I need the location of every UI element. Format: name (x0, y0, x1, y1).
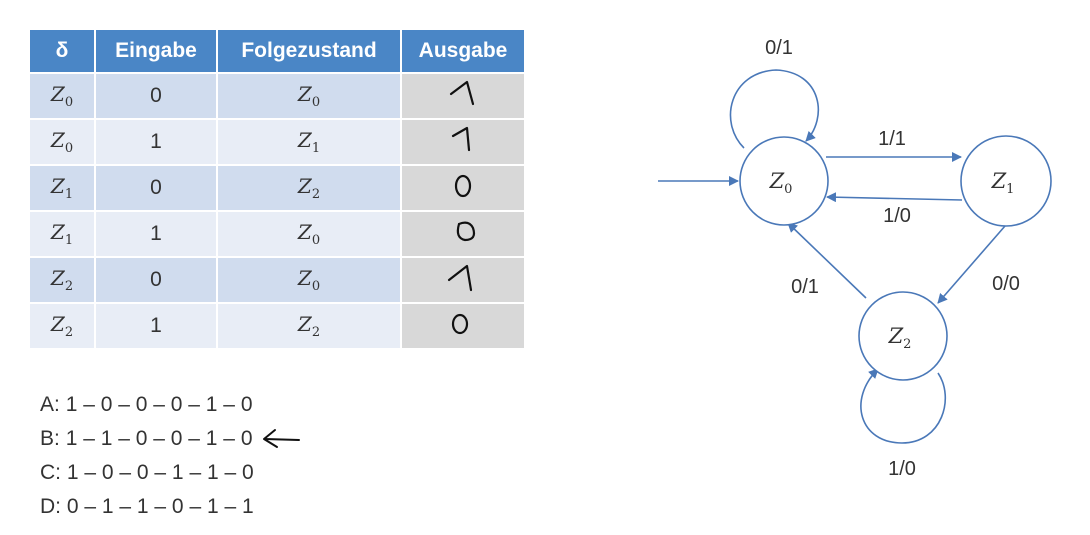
handwritten-output: 0 (454, 174, 472, 198)
answer-option-d[interactable]: D: 0 – 1 – 1 – 0 – 1 – 1 (40, 490, 303, 524)
next-state-cell: Z0 (217, 256, 402, 303)
handwritten-output: 1 (451, 126, 471, 152)
answer-option-c[interactable]: C: 1 – 0 – 0 – 1 – 1 – 0 (40, 456, 303, 490)
output-cell: 1 (401, 118, 524, 165)
answer-option-b[interactable]: B: 1 – 1 – 0 – 0 – 1 – 0 (40, 422, 303, 456)
input-cell: 1 (95, 210, 218, 257)
state-z1-label: Z1 (991, 169, 1015, 197)
edge-z1-z0 (826, 192, 963, 203)
label-z1-z0: 1/0 (883, 205, 911, 227)
answer-label: A: (40, 393, 60, 416)
answer-sequence: 1 – 0 – 0 – 0 – 1 – 0 (65, 393, 253, 416)
state-cell: Z2 (30, 256, 96, 303)
handwritten-output: 1 (449, 80, 475, 106)
next-state-cell: Z2 (217, 302, 402, 348)
next-state-cell: Z0 (217, 210, 402, 257)
header-delta: δ (30, 30, 96, 73)
answer-label: D: (40, 495, 61, 518)
table-row: Z0 1 Z1 1 (30, 118, 524, 165)
next-state-cell: Z0 (217, 72, 402, 119)
next-state-cell: Z2 (217, 164, 402, 211)
next-state-cell: Z1 (217, 118, 402, 165)
answer-label: C: (40, 461, 61, 484)
label-z2-z0: 0/1 (791, 276, 819, 298)
state-z1[interactable] (960, 135, 1052, 227)
state-z0-label: Z0 (769, 169, 793, 197)
input-cell: 1 (95, 118, 218, 165)
answer-sequence: 0 – 1 – 1 – 0 – 1 – 1 (66, 495, 254, 518)
z0-self-loop (729, 69, 820, 149)
output-cell: 1 (401, 72, 524, 119)
state-cell: Z0 (30, 118, 96, 165)
handwritten-arrow-icon (262, 429, 300, 449)
table-row: Z1 1 Z0 0 (30, 210, 524, 257)
table-row: Z2 0 Z0 1 (30, 256, 524, 303)
state-z2-label: Z2 (888, 324, 912, 352)
input-cell: 0 (95, 72, 218, 119)
transition-table: δ Eingabe Folgezustand Ausgabe Z0 0 Z0 1 (30, 30, 524, 348)
header-eingabe: Eingabe (95, 30, 218, 73)
answer-option-a[interactable]: A: 1 – 0 – 0 – 0 – 1 – 0 (40, 388, 303, 422)
label-z1-z2: 0/0 (992, 273, 1020, 295)
output-cell: 0 (401, 164, 524, 211)
state-cell: Z2 (30, 302, 96, 348)
output-cell: 0 (401, 302, 524, 348)
answer-sequence: 1 – 1 – 0 – 0 – 1 – 0 (65, 427, 253, 450)
z2-self-loop (860, 368, 947, 444)
state-cell: Z1 (30, 210, 96, 257)
answer-options: A: 1 – 0 – 0 – 0 – 1 – 0 B: 1 – 1 – 0 – … (40, 388, 303, 524)
header-folgezustand: Folgezustand (217, 30, 402, 73)
edge-z2-z0 (787, 222, 867, 299)
state-z0[interactable] (739, 136, 829, 226)
handwritten-output: 1 (447, 264, 473, 292)
answer-label: B: (40, 427, 60, 450)
answer-sequence: 1 – 0 – 0 – 1 – 1 – 0 (66, 461, 254, 484)
output-cell: 0 (401, 210, 524, 257)
handwritten-output: 0 (451, 313, 469, 335)
edge-z1-z2 (937, 225, 1006, 304)
table-header-row: δ Eingabe Folgezustand Ausgabe (30, 30, 524, 73)
label-z0-self: 0/1 (765, 37, 793, 59)
state-cell: Z0 (30, 72, 96, 119)
input-cell: 1 (95, 302, 218, 348)
label-z0-z1: 1/1 (878, 128, 906, 150)
state-cell: Z1 (30, 164, 96, 211)
table-row: Z0 0 Z0 1 (30, 72, 524, 119)
state-z2[interactable] (858, 291, 948, 381)
table-row: Z2 1 Z2 0 (30, 302, 524, 348)
transition-table-container: δ Eingabe Folgezustand Ausgabe Z0 0 Z0 1 (30, 30, 524, 348)
label-z2-self: 1/0 (888, 458, 916, 480)
input-cell: 0 (95, 164, 218, 211)
output-cell: 1 (401, 256, 524, 303)
input-cell: 0 (95, 256, 218, 303)
handwritten-output: 0 (456, 221, 476, 242)
table-row: Z1 0 Z2 0 (30, 164, 524, 211)
header-ausgabe: Ausgabe (401, 30, 524, 73)
